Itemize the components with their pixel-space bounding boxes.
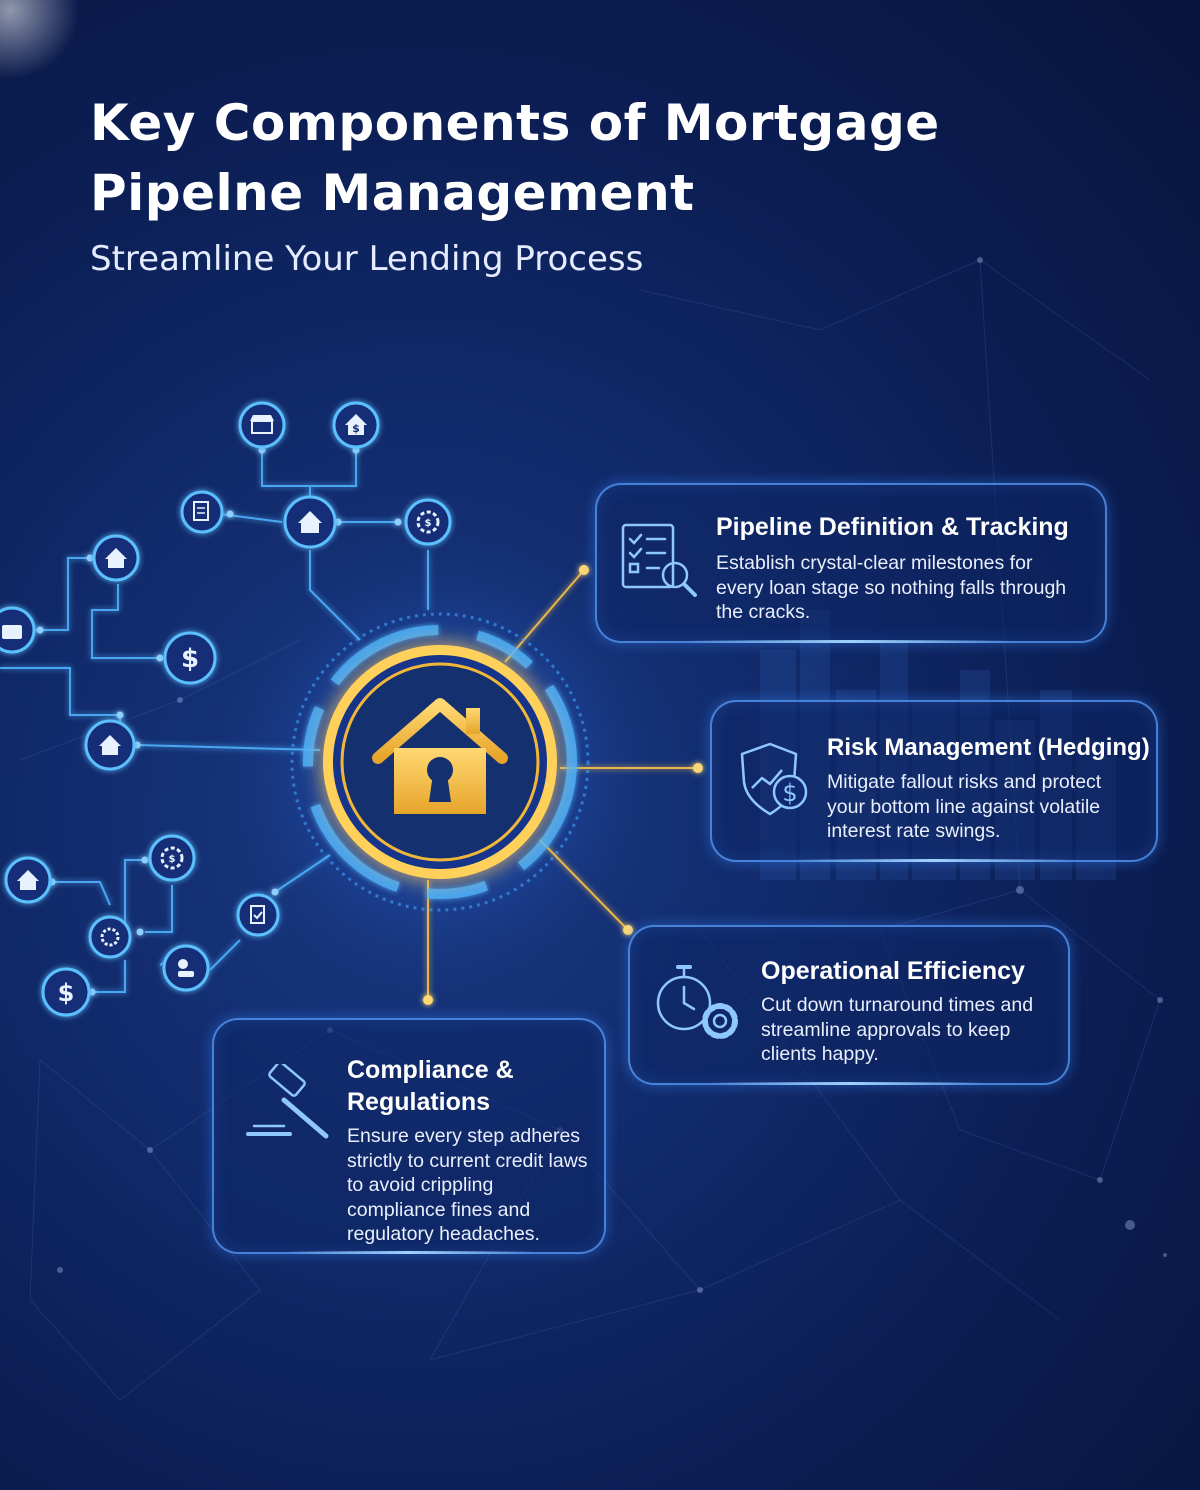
store-icon bbox=[238, 401, 286, 449]
card-title: Operational Efficiency bbox=[761, 957, 1025, 985]
card-title-line-2: Regulations bbox=[347, 1088, 491, 1116]
house-keyhole-icon bbox=[372, 698, 508, 814]
dollar-icon: $ bbox=[41, 967, 91, 1017]
card-pipeline-definition: Pipeline Definition & Tracking Establish… bbox=[595, 483, 1107, 643]
page-title: Key Components of Mortgage Pipelne Manag… bbox=[90, 88, 1130, 228]
stopwatch-gear-icon bbox=[656, 965, 738, 1039]
shield-dollar-icon: $ bbox=[740, 742, 808, 816]
svg-text:$: $ bbox=[169, 854, 176, 865]
gear-dollar-icon: $ bbox=[404, 498, 452, 546]
page-subtitle: Streamline Your Lending Process bbox=[90, 239, 644, 279]
house-dollar-icon: $ bbox=[332, 401, 380, 449]
page-title-line-2: Pipelne Management bbox=[90, 164, 695, 222]
house-icon bbox=[283, 495, 337, 549]
header: Key Components of Mortgage Pipelne Manag… bbox=[90, 88, 1130, 282]
house-icon bbox=[4, 856, 52, 904]
house-icon bbox=[84, 719, 136, 771]
card-risk-management: $ Risk Management (Hedging) Mitigate fal… bbox=[710, 700, 1158, 862]
hub-connectors bbox=[427, 569, 698, 1000]
card-description: Establish crystal-clear milestones for e… bbox=[716, 552, 1067, 623]
coin-hand-icon bbox=[162, 944, 210, 992]
connector-efficiency bbox=[539, 839, 629, 931]
svg-text:$: $ bbox=[58, 979, 75, 1007]
central-hub bbox=[290, 612, 590, 912]
briefcase-icon bbox=[0, 606, 36, 654]
card-title-line-1: Compliance & bbox=[347, 1056, 514, 1084]
svg-text:$: $ bbox=[782, 779, 797, 807]
svg-text:$: $ bbox=[181, 644, 199, 674]
card-compliance-regulations: Compliance & Regulations Ensure every st… bbox=[212, 1018, 606, 1254]
page-title-line-1: Key Components of Mortgage bbox=[90, 94, 940, 152]
dollar-icon: $ bbox=[163, 631, 217, 685]
connector-end-dots bbox=[423, 565, 703, 1005]
card-description: Mitigate fallout risks and protect your … bbox=[827, 771, 1102, 842]
card-operational-efficiency: Operational Efficiency Cut down turnarou… bbox=[628, 925, 1070, 1085]
connector-pipeline bbox=[504, 569, 585, 663]
card-title: Risk Management (Hedging) bbox=[827, 734, 1150, 761]
checklist-magnifier-icon bbox=[621, 523, 697, 597]
house-icon bbox=[92, 534, 140, 582]
card-title: Pipeline Definition & Tracking bbox=[716, 513, 1069, 541]
document-check-icon bbox=[236, 893, 280, 937]
svg-text:$: $ bbox=[352, 422, 360, 435]
team-gear-icon bbox=[88, 915, 132, 959]
card-title: Compliance & Regulations bbox=[347, 1054, 587, 1118]
card-description: Cut down turnaround times and streamline… bbox=[761, 994, 1034, 1065]
card-description: Ensure every step adheres strictly to cu… bbox=[347, 1125, 588, 1245]
document-icon bbox=[180, 490, 224, 534]
gear-dollar-icon: $ bbox=[148, 834, 196, 882]
svg-text:$: $ bbox=[425, 518, 432, 529]
network-nodes: $ $ $ bbox=[0, 401, 452, 1017]
network-junction-dots bbox=[36, 446, 402, 996]
gavel-icon bbox=[246, 1064, 329, 1139]
